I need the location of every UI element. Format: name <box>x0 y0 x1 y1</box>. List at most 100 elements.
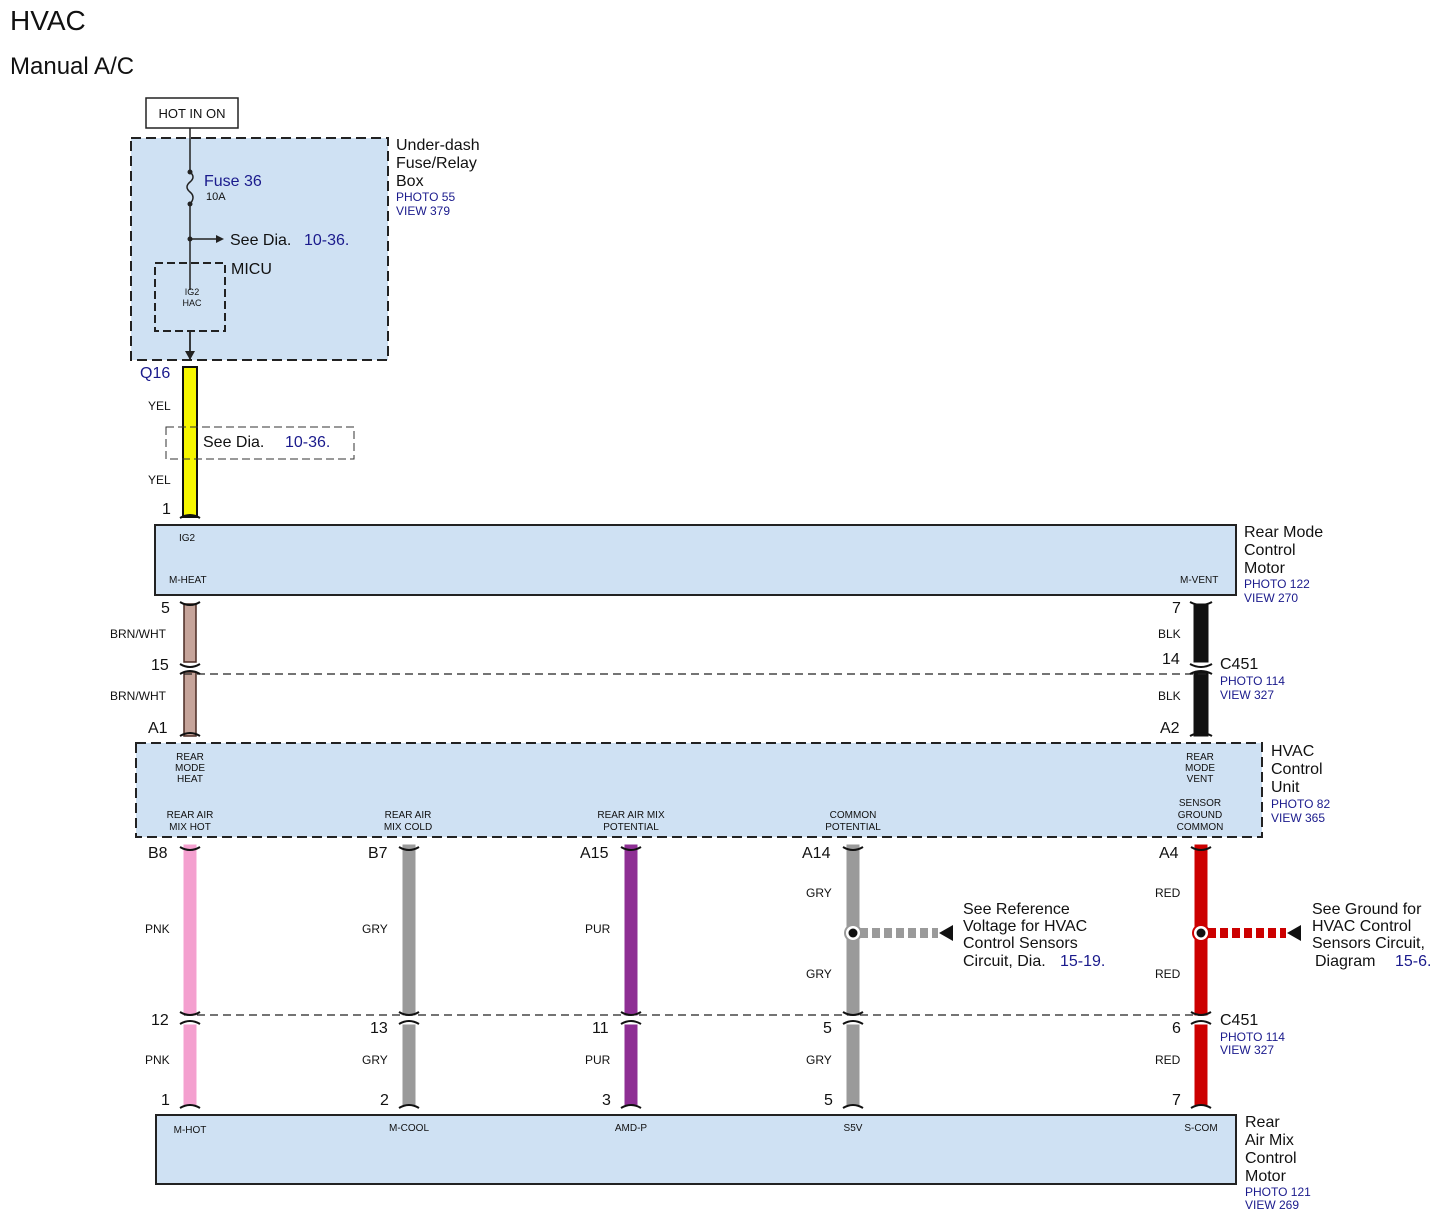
hvac-name-2: Control <box>1271 761 1323 778</box>
ram-view[interactable]: VIEW 269 <box>1245 1198 1299 1212</box>
c451u-view[interactable]: VIEW 327 <box>1220 688 1274 702</box>
fuse-box-name-1: Under-dash <box>396 137 480 154</box>
blk-wire-bottom <box>1193 671 1209 737</box>
wire-3-color-mid: GRY <box>806 967 832 981</box>
rm-name-3: Motor <box>1244 560 1286 577</box>
ref-note-2: Voltage for HVAC <box>963 918 1087 935</box>
hvac-name-1: HVAC <box>1271 743 1314 760</box>
arrow-left-icon <box>939 925 953 941</box>
ref-note-ref[interactable]: 15-19. <box>1060 953 1105 970</box>
gnd-note-3: Sensors Circuit, <box>1312 935 1425 952</box>
splice-icon <box>848 928 858 938</box>
connector-hooks <box>179 514 1213 1109</box>
pur-wire-top <box>624 844 638 1016</box>
c451l-photo[interactable]: PHOTO 114 <box>1220 1030 1285 1044</box>
fuse-box-view[interactable]: VIEW 379 <box>396 204 450 218</box>
wire-4-color-bottom: RED <box>1155 1053 1181 1067</box>
wire-2-color-bottom: PUR <box>585 1053 611 1067</box>
ram-m-cool: M-COOL <box>389 1123 429 1134</box>
ram-amd-p: AMD-P <box>615 1123 648 1134</box>
wire-1-c451: 13 <box>370 1020 388 1037</box>
rm-pin-vent: 7 <box>1172 600 1181 617</box>
fuse-box-photo[interactable]: PHOTO 55 <box>396 190 455 204</box>
wire-2-c451: 11 <box>592 1020 609 1037</box>
rm-name-1: Rear Mode <box>1244 524 1323 541</box>
wire-0-color-bottom: PNK <box>145 1053 170 1067</box>
page-subtitle: Manual A/C <box>10 53 134 80</box>
c451u-left-end: A1 <box>148 720 168 737</box>
q16-connector: Q16 <box>140 365 170 382</box>
gry-wire-2-bottom <box>846 1024 860 1106</box>
c451u-left-pin: 15 <box>151 657 169 674</box>
gry-wire-1-top <box>402 844 416 1016</box>
hvac-pin-b8: B8 <box>148 845 168 862</box>
ram-photo[interactable]: PHOTO 121 <box>1245 1185 1311 1199</box>
c451u-left-wire-bottom: BRN/WHT <box>110 689 167 703</box>
gnd-note-4: Diagram <box>1315 953 1375 970</box>
hvac-t0-2: MIX HOT <box>169 822 211 833</box>
c451u-name: C451 <box>1220 656 1258 673</box>
hvac-view[interactable]: VIEW 365 <box>1271 811 1325 825</box>
rear-air-mix-motor-box <box>155 1114 1237 1185</box>
c451u-photo[interactable]: PHOTO 114 <box>1220 674 1285 688</box>
rm-photo[interactable]: PHOTO 122 <box>1244 577 1310 591</box>
brn-wht-wire-bottom <box>183 671 197 737</box>
wire-4-c451: 6 <box>1172 1020 1181 1037</box>
wire-3-color-top: GRY <box>806 886 832 900</box>
c451u-right-wire-top: BLK <box>1158 627 1181 641</box>
rm-pin-heat: 5 <box>161 600 170 617</box>
hvac-t4-3: COMMON <box>1177 822 1224 833</box>
c451u-left-wire-top: BRN/WHT <box>110 627 167 641</box>
see-dia-ref[interactable]: 10-36. <box>304 232 349 249</box>
see-dia-dashbox <box>165 426 355 460</box>
arrow-down-icon <box>185 351 195 360</box>
wire-3-c451: 5 <box>823 1020 832 1037</box>
gnd-note-1: See Ground for <box>1312 901 1422 918</box>
q16-see-text: See Dia. <box>203 434 264 451</box>
q16-see-ref[interactable]: 10-36. <box>285 434 330 451</box>
arrow-right-icon <box>216 235 224 243</box>
rm-view[interactable]: VIEW 270 <box>1244 591 1298 605</box>
hvac-rmh-3: HEAT <box>177 774 203 785</box>
wire-1-color-top: GRY <box>362 922 388 936</box>
fuse-icon <box>186 171 194 205</box>
hvac-rmh-2: MODE <box>175 763 205 774</box>
hvac-t4-2: GROUND <box>1178 810 1222 821</box>
c451l-view[interactable]: VIEW 327 <box>1220 1043 1274 1057</box>
hvac-rmh-1: REAR <box>176 752 204 763</box>
ram-s-com: S-COM <box>1184 1123 1217 1134</box>
c451l-name: C451 <box>1220 1012 1258 1029</box>
gnd-note-ref[interactable]: 15-6. <box>1395 953 1431 970</box>
wire-1-color-bottom: GRY <box>362 1053 388 1067</box>
brn-wht-wire-top <box>183 603 197 663</box>
hvac-t4-1: SENSOR <box>1179 798 1221 809</box>
yel-wire <box>182 366 198 518</box>
power-source-label: HOT IN ON <box>159 106 226 121</box>
hvac-name-3: Unit <box>1271 779 1300 796</box>
wire-1-motor-pin: 2 <box>380 1092 389 1109</box>
hvac-t3-2: POTENTIAL <box>825 822 881 833</box>
hvac-rmv-3: VENT <box>1187 774 1214 785</box>
c451u-right-wire-bottom: BLK <box>1158 689 1181 703</box>
wire-0-color-top: PNK <box>145 922 170 936</box>
hvac-photo[interactable]: PHOTO 82 <box>1271 797 1330 811</box>
hvac-t3-1: COMMON <box>830 810 877 821</box>
rm-name-2: Control <box>1244 542 1296 559</box>
rm-ig2: IG2 <box>179 533 196 544</box>
fuse-box-name-3: Box <box>396 173 424 190</box>
wire-3-color-bottom: GRY <box>806 1053 832 1067</box>
ram-name-1: Rear <box>1245 1114 1280 1131</box>
wire-4-color-mid: RED <box>1155 967 1181 981</box>
q16-wire-bottom: YEL <box>148 473 171 487</box>
ram-m-hot: M-HOT <box>174 1125 207 1136</box>
gnd-note-2: HVAC Control <box>1312 918 1411 935</box>
ground-splice-icon <box>1196 928 1206 938</box>
hvac-t1-2: MIX COLD <box>384 822 432 833</box>
rear-mode-motor-box <box>154 524 1237 596</box>
rm-m-vent: M-VENT <box>1180 575 1218 586</box>
wire-0-motor-pin: 1 <box>161 1092 170 1109</box>
ref-note-3: Control Sensors <box>963 935 1078 952</box>
micu-label: MICU <box>231 261 272 278</box>
hvac-rmv-2: MODE <box>1185 763 1215 774</box>
fuse-rating: 10A <box>206 191 226 203</box>
